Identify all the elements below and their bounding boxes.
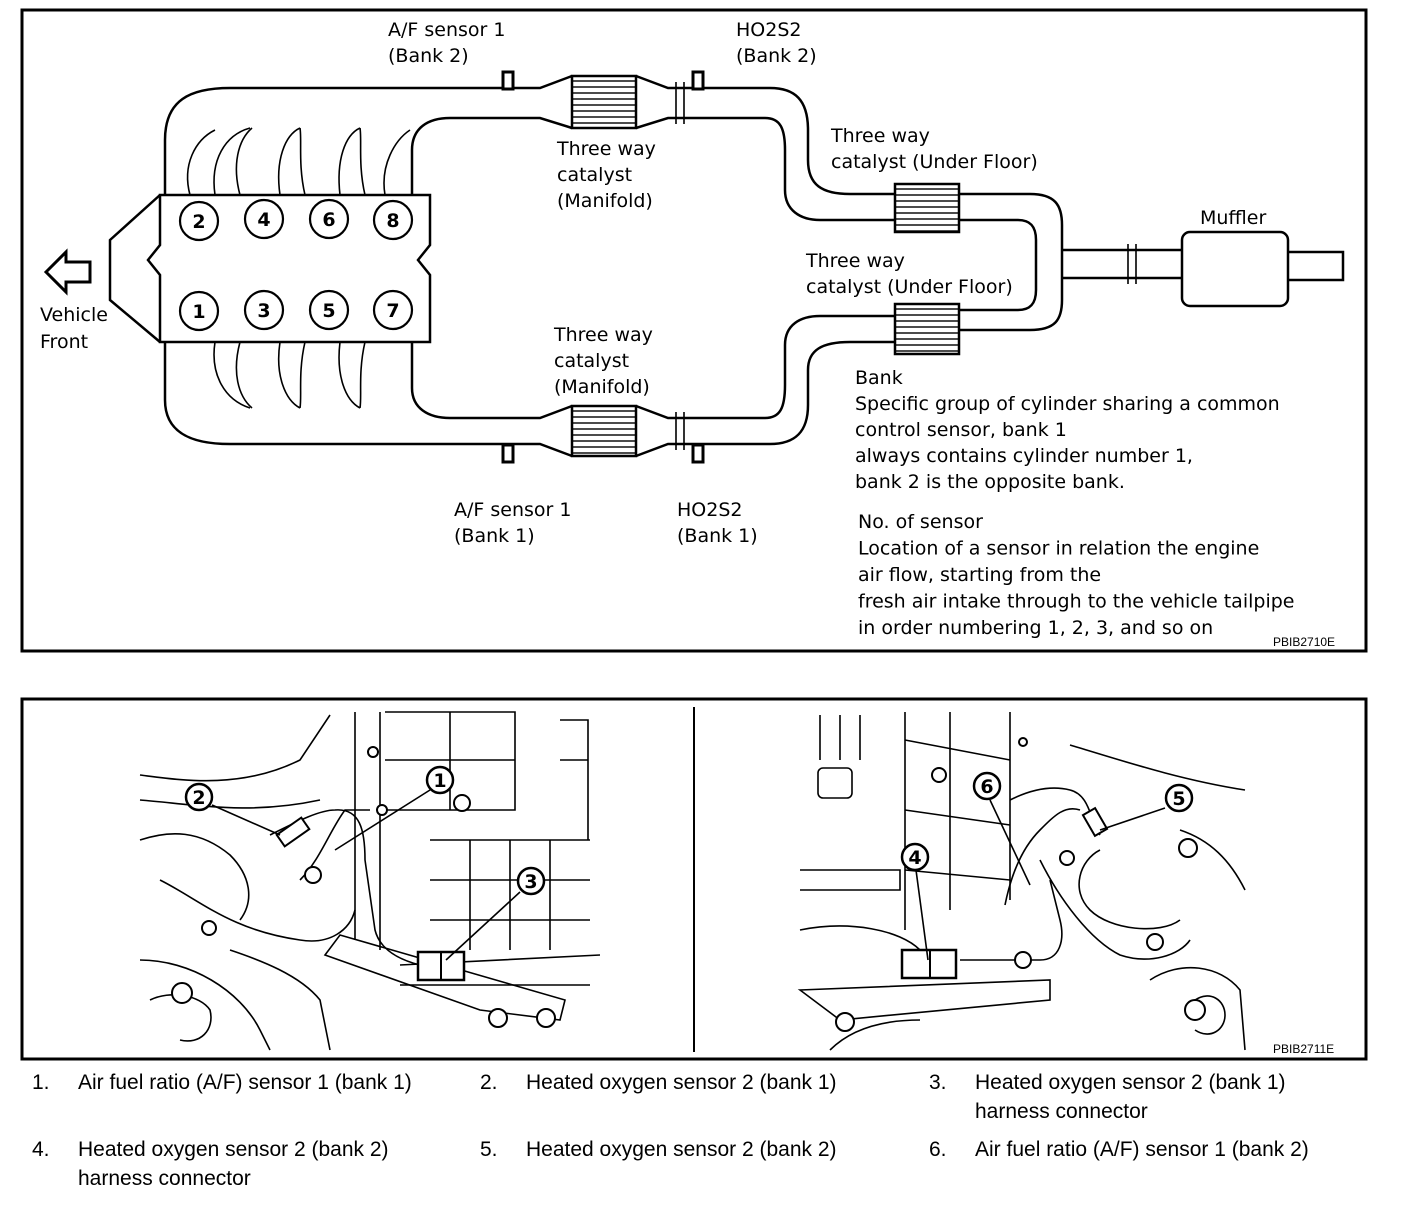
callout-1: 1	[433, 770, 446, 792]
af-sensor-bank1-body	[275, 816, 311, 848]
legend: 1. Air fuel ratio (A/F) sensor 1 (bank 1…	[0, 1068, 1408, 1206]
ho2s2-bank2-sensor-body	[1081, 806, 1109, 838]
legend-text: Air fuel ratio (A/F) sensor 1 (bank 2)	[975, 1138, 1309, 1161]
callout-6: 6	[980, 776, 993, 798]
ho2s2-bank2-label: HO2S2(Bank 2)	[736, 19, 817, 67]
callout-4: 4	[908, 847, 921, 869]
ho2s2-bank1-label: HO2S2(Bank 1)	[677, 499, 758, 547]
callout-5: 5	[1172, 788, 1185, 810]
top-panel-frame	[20, 8, 1368, 653]
legend-text: Heated oxygen sensor 2 (bank 1)	[526, 1071, 837, 1094]
callout-leaders	[211, 789, 1166, 961]
af-sensor-bank2-label: A/F sensor 1(Bank 2)	[388, 19, 505, 67]
exhaust-runners-top	[186, 127, 411, 196]
callout-2: 2	[192, 787, 205, 809]
af-sensor-bank2-marker	[501, 70, 515, 91]
cylinder-4: 4	[257, 209, 270, 231]
catalyst-underfloor-bank1	[893, 302, 961, 356]
legend-text: Heated oxygen sensor 2 (bank 2) harness …	[78, 1138, 389, 1190]
af-sensor-bank1-marker	[501, 443, 515, 464]
bank1-exhaust-pipe	[163, 314, 895, 458]
legend-number: 5.	[480, 1138, 498, 1161]
engine-block	[108, 193, 432, 344]
bottom-panel-frame	[20, 697, 1368, 1061]
muffler-label: Muffler	[1200, 207, 1266, 229]
legend-number: 3.	[929, 1071, 947, 1094]
legend-number: 6.	[929, 1138, 947, 1161]
legend-number: 2.	[480, 1071, 498, 1094]
bank2-underside-drawing	[797, 712, 1246, 1051]
bank2-exhaust-pipe	[163, 74, 895, 222]
cylinder-7: 7	[386, 300, 399, 322]
cylinder-5: 5	[322, 300, 335, 322]
vehicle-front-arrow-icon	[43, 248, 92, 296]
legend-text: Air fuel ratio (A/F) sensor 1 (bank 1)	[78, 1071, 412, 1094]
catalyst-underfloor-bank2	[893, 182, 961, 234]
top-figure-code: PBIB2710E	[1273, 635, 1335, 649]
legend-number: 4.	[32, 1138, 50, 1161]
merge-pipe	[959, 192, 1182, 332]
cylinder-6: 6	[322, 209, 335, 231]
cylinder-3: 3	[257, 300, 270, 322]
tailpipe	[1288, 250, 1345, 282]
callout-circles	[184, 765, 1194, 896]
bank1-bolts	[171, 746, 556, 1028]
cylinder-2: 2	[192, 211, 205, 233]
cylinder-8: 8	[386, 210, 399, 232]
cylinder-1: 1	[192, 301, 205, 323]
ho2s2-bank1-marker	[691, 443, 705, 464]
exhaust-runners-bottom	[213, 341, 366, 409]
bank2-bolts	[835, 737, 1206, 1032]
bank-note: Bank Specific group of cylinder sharing …	[855, 367, 1286, 493]
legend-number: 1.	[32, 1071, 50, 1094]
legend-text: Heated oxygen sensor 2 (bank 2)	[526, 1138, 837, 1161]
cylinder-circles	[178, 198, 414, 332]
af-sensor-bank1-label: A/F sensor 1(Bank 1)	[454, 499, 571, 547]
callout-3: 3	[524, 871, 537, 893]
bottom-figure-code: PBIB2711E	[1273, 1042, 1334, 1056]
catalyst-manifold-bank1	[570, 404, 638, 458]
sensor-note: No. of sensor Location of a sensor in re…	[858, 511, 1301, 639]
legend-text: Heated oxygen sensor 2 (bank 1) harness …	[975, 1071, 1286, 1123]
catalyst-manifold-bank2	[570, 74, 638, 130]
ho2s2-bank2-marker	[691, 70, 705, 91]
muffler	[1180, 230, 1290, 308]
